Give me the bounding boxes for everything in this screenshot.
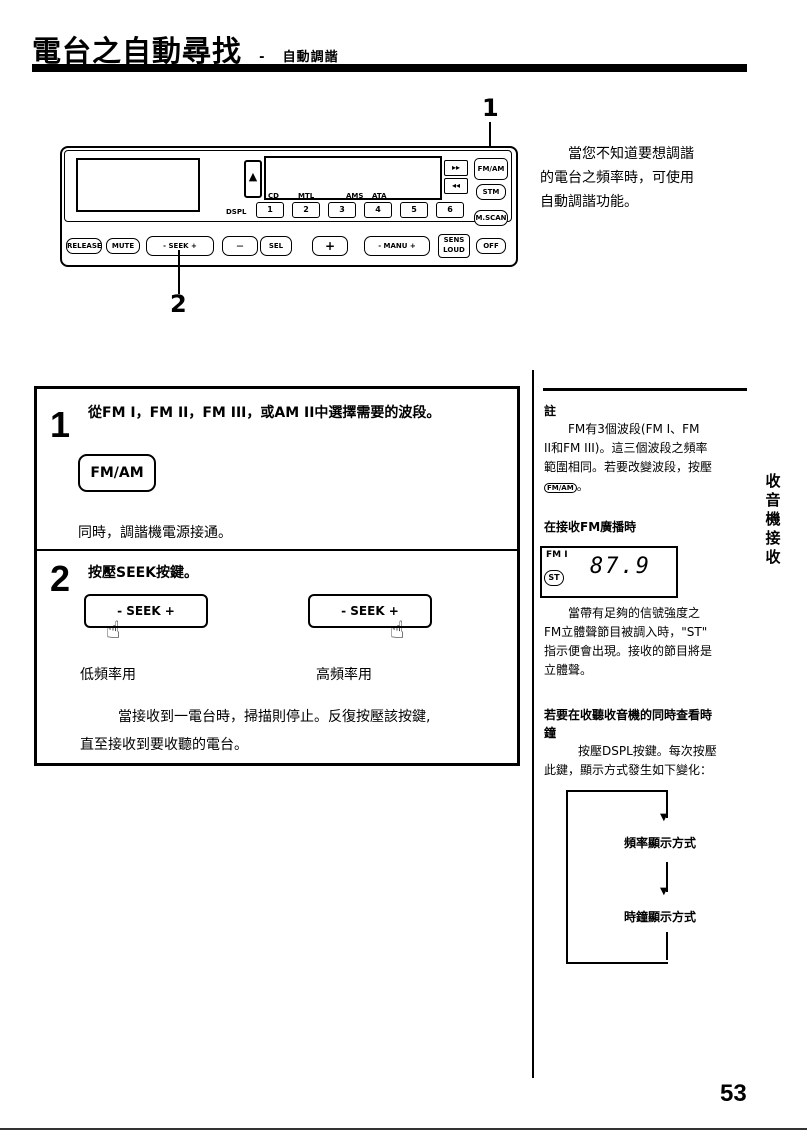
side-tab-char: 收 xyxy=(765,472,781,490)
finger-pointer-icon: ☝ xyxy=(106,616,121,644)
note-1-line-1: FM有3個波段(FM I、FM xyxy=(568,422,700,436)
side-tab-char: 機 xyxy=(765,510,781,528)
fmam-button[interactable]: FM/AM xyxy=(78,454,156,492)
steps-box xyxy=(34,386,520,766)
fmam-button-illus[interactable]: FM/AM xyxy=(474,158,508,180)
preset-label-mtl: MTL xyxy=(298,192,315,200)
note-3-line-1: 按壓DSPL按鍵。每次按壓 xyxy=(578,744,717,758)
column-divider xyxy=(532,370,534,1078)
step-1-note: 同時，調諧機電源接通。 xyxy=(78,525,232,541)
intro-line-2: 的電台之頻率時，可使用 xyxy=(540,170,694,186)
eject-button[interactable]: ▲ xyxy=(244,160,262,198)
note-paragraph-2: 當帶有足夠的信號強度之 FM立體聲節目被調入時，"ST" 指示便會出現。接收的節… xyxy=(544,604,754,680)
note-sub-clock-1: 若要在收聽收音機的同時查看時 xyxy=(544,708,713,722)
seek-button-low[interactable]: - SEEK + xyxy=(84,594,208,628)
flow-clock-mode: 時鐘顯示方式 xyxy=(624,910,697,924)
preset-button-1[interactable]: 1 xyxy=(256,202,284,218)
plus-button[interactable]: + xyxy=(312,236,348,256)
display-cycle-diagram xyxy=(566,790,668,964)
sens-loud-button[interactable]: SENS LOUD xyxy=(438,234,470,258)
lcd-band: FM I xyxy=(546,550,568,560)
callout-1: 1 xyxy=(482,94,499,122)
side-tab-char: 接 xyxy=(765,529,781,547)
mute-button[interactable]: MUTE xyxy=(106,238,140,254)
step-2-number: 2 xyxy=(50,558,71,599)
note-2-line-3: 指示便會出現。接收的節目將是 xyxy=(544,644,713,658)
lcd-display: FM I ST 87.9 xyxy=(540,546,678,598)
preset-label-ata: ATA xyxy=(372,192,387,200)
note-2-line-2: FM立體聲節目被調入時，"ST" xyxy=(544,625,708,639)
step-2-desc-2: 直至接收到要收聽的電台。 xyxy=(80,737,248,753)
preset-button-4[interactable]: 4 xyxy=(364,202,392,218)
intro-line-3: 自動調諧功能。 xyxy=(540,194,638,210)
page-number: 53 xyxy=(720,1080,747,1107)
flow-frequency-mode: 頻率顯示方式 xyxy=(624,836,697,850)
note-1-end: 。 xyxy=(576,479,589,493)
note-paragraph-3: 按壓DSPL按鍵。每次按壓 此鍵，顯示方式發生如下變化： xyxy=(544,742,756,780)
finger-pointer-icon: ☝ xyxy=(390,616,405,644)
title-rule xyxy=(32,64,747,72)
preset-label-cd: CD xyxy=(268,192,279,200)
step-1-text: 從FM I，FM II，FM III，或AM II中選擇需要的波段。 xyxy=(88,405,441,421)
callout-2: 2 xyxy=(170,290,187,318)
callout-2-line xyxy=(178,250,180,294)
step-2-desc-1: 當接收到一電台時，掃描則停止。反復按壓該按鍵, xyxy=(118,709,431,725)
step-2-text: 按壓SEEK按鍵。 xyxy=(88,565,199,581)
high-freq-label: 高頻率用 xyxy=(316,667,372,683)
preset-label-ams: AMS xyxy=(346,192,364,200)
side-tab-char: 收 xyxy=(765,548,781,566)
arrow-down-icon: ▼ xyxy=(660,812,668,823)
preset-button-3[interactable]: 3 xyxy=(328,202,356,218)
ff-button[interactable]: ▸▸ xyxy=(444,160,468,176)
note-sub-clock-2: 鐘 xyxy=(544,726,557,740)
seek-button-high[interactable]: - SEEK + xyxy=(308,594,432,628)
preset-button-5[interactable]: 5 xyxy=(400,202,428,218)
flow-arrow-line xyxy=(666,932,668,960)
title-subtitle: 自動調諧 xyxy=(282,50,339,65)
note-1-line-2: II和FM III)。這三個波段之頻率 xyxy=(544,441,708,455)
mscan-button[interactable]: M.SCAN xyxy=(474,210,508,226)
cassette-slot xyxy=(76,158,200,212)
manu-button[interactable]: - MANU + xyxy=(364,236,430,256)
release-button[interactable]: RELEASE xyxy=(66,238,102,254)
minus-button[interactable]: — xyxy=(222,236,258,256)
low-freq-label: 低頻率用 xyxy=(80,667,136,683)
off-button[interactable]: OFF xyxy=(476,238,506,254)
fmam-inline-button: FM/AM xyxy=(544,483,577,493)
preset-button-2[interactable]: 2 xyxy=(292,202,320,218)
stm-button[interactable]: STM xyxy=(476,184,506,200)
note-sub-fm: 在接收FM廣播時 xyxy=(544,520,637,534)
note-3-line-2: 此鍵，顯示方式發生如下變化： xyxy=(544,763,713,777)
preset-button-6[interactable]: 6 xyxy=(436,202,464,218)
page-bottom-edge xyxy=(0,1128,807,1130)
lcd-frequency: 87.9 xyxy=(590,554,651,579)
radio-upper-panel xyxy=(64,150,512,222)
note-2-line-4: 立體聲。 xyxy=(544,663,593,677)
side-tab-char: 音 xyxy=(765,491,781,509)
intro-paragraph: 當您不知道要想調諧 的電台之頻率時，可使用 自動調諧功能。 xyxy=(540,142,740,214)
seek-button-illus[interactable]: - SEEK + xyxy=(146,236,214,256)
note-2-line-1: 當帶有足夠的信號強度之 xyxy=(568,606,701,620)
stereo-indicator-icon: ST xyxy=(544,570,564,586)
sel-button[interactable]: SEL xyxy=(260,236,292,256)
note-paragraph-1: FM有3個波段(FM I、FM II和FM III)。這三個波段之頻率 範圍相同… xyxy=(544,420,756,498)
side-tab-label: 收音機接收 xyxy=(764,472,782,567)
callout-1-line xyxy=(489,122,491,154)
flow-arrow-line xyxy=(666,862,668,892)
dspl-label: DSPL xyxy=(226,208,247,216)
notes-heading: 註 xyxy=(544,404,557,418)
intro-line-1: 當您不知道要想調諧 xyxy=(568,146,694,162)
step-1-number: 1 xyxy=(50,404,71,445)
radio-display xyxy=(264,156,442,200)
flow-arrow-line xyxy=(666,790,668,818)
page-title: 電台之自動尋找 - 自動調諧 xyxy=(32,28,339,70)
step-divider xyxy=(34,549,520,551)
title-dash: - xyxy=(259,50,266,65)
arrow-down-icon: ▼ xyxy=(660,886,668,897)
rew-button[interactable]: ◂◂ xyxy=(444,178,468,194)
note-sub-clock: 若要在收聽收音機的同時查看時 鐘 xyxy=(544,706,712,742)
notes-rule xyxy=(543,388,747,391)
note-1-line-3: 範圍相同。若要改變波段，按壓 xyxy=(544,460,713,474)
title-text: 電台之自動尋找 xyxy=(32,34,243,68)
